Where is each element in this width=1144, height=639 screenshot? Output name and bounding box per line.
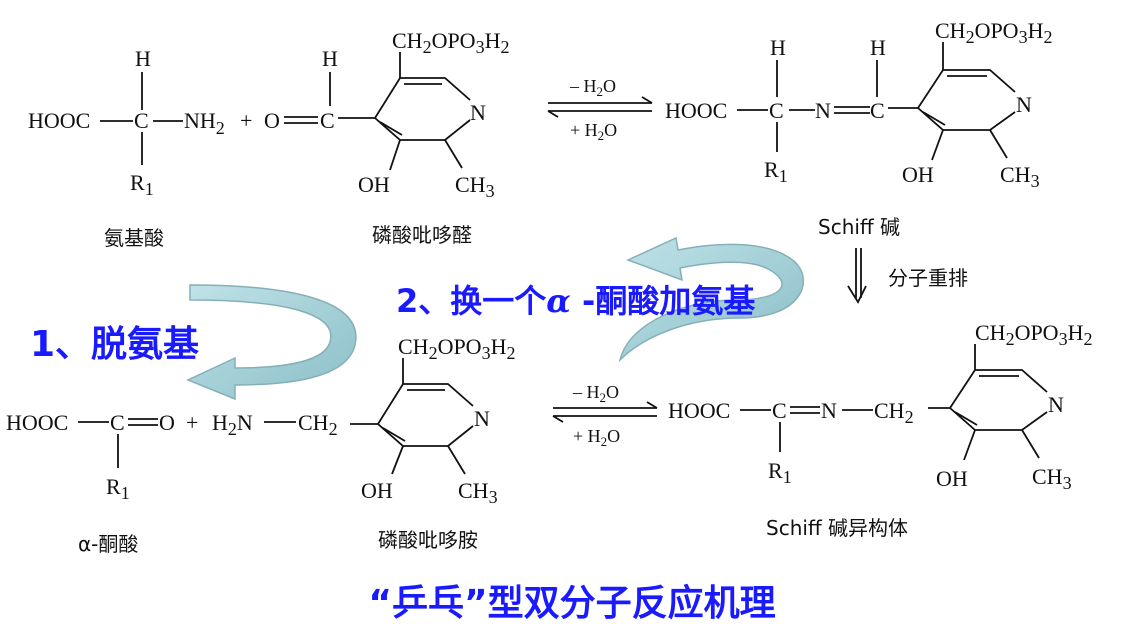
si-n: N — [821, 398, 837, 423]
plp-ch2opo3h2: CH2OPO3H2 — [392, 28, 509, 57]
ka-hooc: HOOC — [6, 410, 68, 435]
schiff-base-structure: HOOC C H R1 N C H CH2OPO3H2 N OH CH3 — [665, 18, 1052, 191]
plp-ch3: CH3 — [455, 172, 495, 201]
rearrangement-arrow — [847, 248, 867, 304]
equilibrium-arrows-bottom: – H2O + H2O — [552, 382, 658, 449]
sb-h1: H — [770, 35, 786, 60]
plus-water-bottom: + H2O — [573, 426, 620, 449]
pmp-h2n: H2N — [212, 410, 253, 439]
ka-c: C — [110, 410, 125, 435]
plp-o: O — [264, 108, 280, 133]
aa-hooc: HOOC — [28, 108, 90, 133]
si-c: C — [772, 398, 787, 423]
sb-ch3: CH3 — [1000, 162, 1040, 191]
sb-r1: R1 — [764, 157, 788, 186]
caption-plp: 磷酸吡哆醛 — [372, 223, 472, 247]
ka-o: O — [159, 410, 175, 435]
caption-schiff-isomer: Schiff 碱异构体 — [766, 516, 908, 540]
schiff-isomer-structure: HOOC C R1 N CH2 CH2OPO3H2 N OH CH3 — [668, 320, 1092, 493]
aa-r1: R1 — [130, 170, 154, 199]
caption-schiff-base: Schiff 碱 — [818, 215, 900, 239]
plp-structure: O C H CH2OPO3H2 N OH CH3 — [264, 28, 509, 201]
sb-h2: H — [870, 35, 886, 60]
sb-n: N — [815, 98, 831, 123]
step2-label: 2、换一个α -酮酸加氨基 — [396, 282, 755, 320]
pmp-oh: OH — [361, 478, 393, 503]
minus-water-top: – H2O — [569, 76, 616, 99]
curved-arrow-step2 — [618, 236, 805, 363]
sb-oh: OH — [902, 162, 934, 187]
si-ch2opo3h2: CH2OPO3H2 — [975, 320, 1092, 349]
caption-keto-acid: α-酮酸 — [78, 532, 138, 556]
caption-rearrangement: 分子重排 — [888, 266, 968, 290]
pmp-ring-n: N — [474, 406, 490, 431]
ka-r1: R1 — [106, 474, 130, 503]
keto-acid-structure: HOOC C O R1 — [6, 410, 175, 503]
aa-nh2: NH2 — [184, 108, 225, 138]
si-ch2: CH2 — [874, 398, 914, 427]
aa-c: C — [134, 108, 149, 133]
aa-h: H — [135, 46, 151, 71]
plus-water-top: + H2O — [570, 120, 617, 143]
step1-label: 1、脱氨基 — [30, 324, 199, 365]
sb-hooc: HOOC — [665, 98, 727, 123]
amino-acid-structure: H HOOC C NH2 R1 — [28, 46, 225, 199]
caption-pmp: 磷酸吡哆胺 — [378, 528, 478, 552]
si-oh: OH — [936, 466, 968, 491]
si-hooc: HOOC — [668, 398, 730, 423]
si-ring-n: N — [1048, 392, 1064, 417]
sb-c: C — [769, 98, 784, 123]
pmp-ch3: CH3 — [458, 478, 498, 507]
plus-sign-2: + — [186, 410, 198, 435]
plp-ring-n: N — [470, 100, 486, 125]
si-r1: R1 — [768, 458, 792, 487]
plus-sign-1: + — [240, 108, 252, 133]
curved-arrow-step1 — [186, 284, 357, 401]
caption-amino-acid: 氨基酸 — [104, 226, 164, 250]
equilibrium-arrows-top: – H2O + H2O — [547, 76, 653, 143]
diagram-title: “乒乓”型双分子反应机理 — [368, 583, 775, 624]
plp-oh: OH — [358, 172, 390, 197]
pmp-ch2: CH2 — [298, 410, 338, 439]
plp-c: C — [320, 108, 335, 133]
sb-c2: C — [870, 98, 885, 123]
pmp-ch2opo3h2: CH2OPO3H2 — [398, 334, 515, 363]
sb-ch2opo3h2: CH2OPO3H2 — [935, 18, 1052, 47]
pmp-structure: H2N CH2 CH2OPO3H2 N OH CH3 — [212, 334, 515, 507]
si-ch3: CH3 — [1032, 464, 1072, 493]
minus-water-bottom: – H2O — [572, 382, 619, 405]
plp-h: H — [322, 46, 338, 71]
sb-ring-n: N — [1016, 92, 1032, 117]
